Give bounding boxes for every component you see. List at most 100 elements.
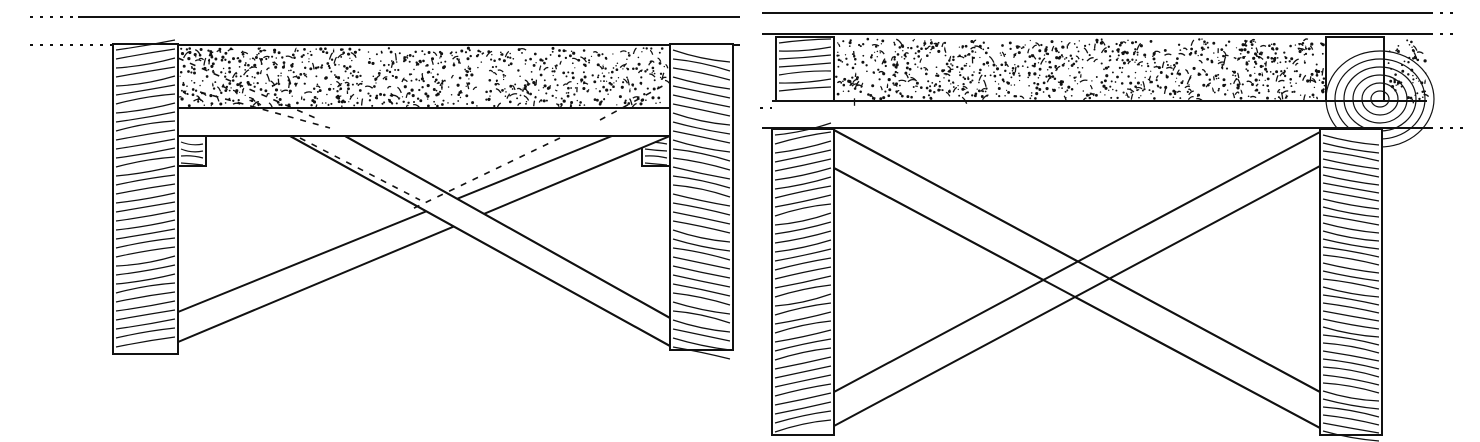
stipple-stroke: [496, 102, 501, 108]
stipple-dot: [576, 99, 578, 102]
stipple-stroke: [1176, 90, 1182, 94]
stipple-dot: [1242, 56, 1246, 59]
stipple-dot: [414, 50, 417, 54]
stipple-stroke: [878, 70, 885, 74]
stipple-dot: [1077, 66, 1079, 69]
stipple-dot: [232, 57, 235, 61]
stipple-stroke: [947, 68, 954, 73]
wood-grain-line: [672, 166, 731, 180]
stipple-dot: [1407, 61, 1410, 64]
stipple-stroke: [1236, 57, 1242, 61]
stipple-dot: [1117, 54, 1120, 57]
stipple-stroke: [1178, 52, 1186, 57]
stipple-dot: [305, 73, 307, 76]
stipple-dot: [651, 96, 655, 100]
stipple-dot: [517, 48, 521, 52]
stipple-dot: [1217, 77, 1220, 79]
wood-grain-line: [1322, 294, 1380, 306]
stipple-dot: [1010, 84, 1012, 86]
stipple-dot: [1207, 46, 1210, 49]
stipple-dot: [179, 71, 183, 74]
stipple-dot: [837, 51, 839, 54]
stipple-dot: [433, 100, 435, 103]
stipple-dot: [493, 59, 496, 62]
stipple-dot: [1149, 40, 1153, 43]
stipple-dot: [389, 50, 393, 54]
stipple-dot: [997, 83, 1000, 85]
stipple-stroke: [1260, 51, 1264, 56]
stipple-dot: [1008, 41, 1012, 45]
stipple-dot: [431, 68, 434, 71]
stipple-dot: [1315, 63, 1318, 66]
stipple-dot: [328, 87, 332, 91]
wood-grain-line: [1322, 302, 1380, 314]
stipple-dot: [469, 70, 472, 73]
stipple-dot: [330, 70, 333, 73]
stipple-dot: [191, 80, 193, 82]
stipple-dot: [582, 63, 586, 66]
stipple-dot: [303, 72, 306, 75]
stipple-dot: [1283, 51, 1286, 54]
stipple-stroke: [388, 100, 394, 105]
stipple-dot: [1258, 72, 1262, 76]
stipple-dot: [465, 94, 469, 98]
stipple-dot: [371, 104, 374, 107]
stipple-dot: [332, 88, 335, 90]
stipple-dot: [238, 66, 241, 68]
stipple-dot: [646, 68, 649, 71]
stipple-dot: [278, 98, 282, 101]
stipple-dot: [1081, 67, 1084, 69]
wood-grain-line: [1322, 142, 1380, 154]
wood-grain-line: [115, 138, 176, 150]
stipple-dot: [509, 84, 513, 88]
stipple-dot: [1033, 72, 1037, 76]
stipple-dot: [1253, 66, 1256, 68]
stipple-dot: [600, 80, 602, 82]
wood-grain-line: [672, 184, 731, 198]
wood-grain-line: [115, 336, 176, 348]
stipple-stroke: [1240, 89, 1243, 94]
stipple-stroke: [303, 74, 308, 78]
stipple-dot: [964, 44, 968, 48]
stipple-dot: [1301, 41, 1305, 45]
stipple-dot: [359, 74, 362, 78]
stipple-dot: [538, 89, 540, 91]
stipple-dot: [1081, 58, 1084, 61]
stipple-dot: [1266, 96, 1269, 100]
stipple-dot: [1289, 82, 1292, 84]
stipple-stroke: [240, 51, 249, 55]
stipple-stroke: [1423, 93, 1430, 98]
stipple-dot: [504, 95, 507, 97]
stipple-dot: [1100, 38, 1103, 41]
stipple-dot: [1035, 86, 1039, 90]
stipple-dot: [848, 41, 852, 45]
stipple-dot: [311, 99, 315, 103]
stipple-dot: [1163, 48, 1167, 52]
stipple-dot: [464, 51, 468, 54]
stipple-dot: [866, 70, 868, 73]
stipple-dot: [242, 88, 244, 91]
stipple-dot: [459, 96, 462, 99]
stipple-dot: [1143, 53, 1147, 57]
stipple-dot: [438, 50, 442, 54]
stipple-dot: [427, 51, 431, 54]
stipple-dot: [1321, 52, 1324, 55]
stipple-stroke: [1057, 81, 1063, 86]
stipple-dot: [595, 98, 599, 102]
stipple-dot: [349, 72, 352, 75]
stipple-dot: [1138, 96, 1140, 99]
stipple-stroke: [266, 73, 271, 82]
stipple-dot: [439, 57, 441, 59]
stipple-dot: [1188, 84, 1190, 86]
stipple-dot: [461, 91, 463, 94]
stipple-dot: [374, 96, 378, 100]
wood-grain-line: [672, 256, 731, 270]
left-cleat-grain: [180, 141, 668, 166]
stipple-dot: [1415, 77, 1418, 80]
wood-grain-line: [115, 183, 176, 195]
stipple-dot: [456, 83, 460, 87]
stipple-dot: [1409, 96, 1413, 100]
stipple-dot: [576, 82, 579, 85]
stipple-dot: [1137, 89, 1140, 91]
stipple-dot: [242, 56, 245, 58]
